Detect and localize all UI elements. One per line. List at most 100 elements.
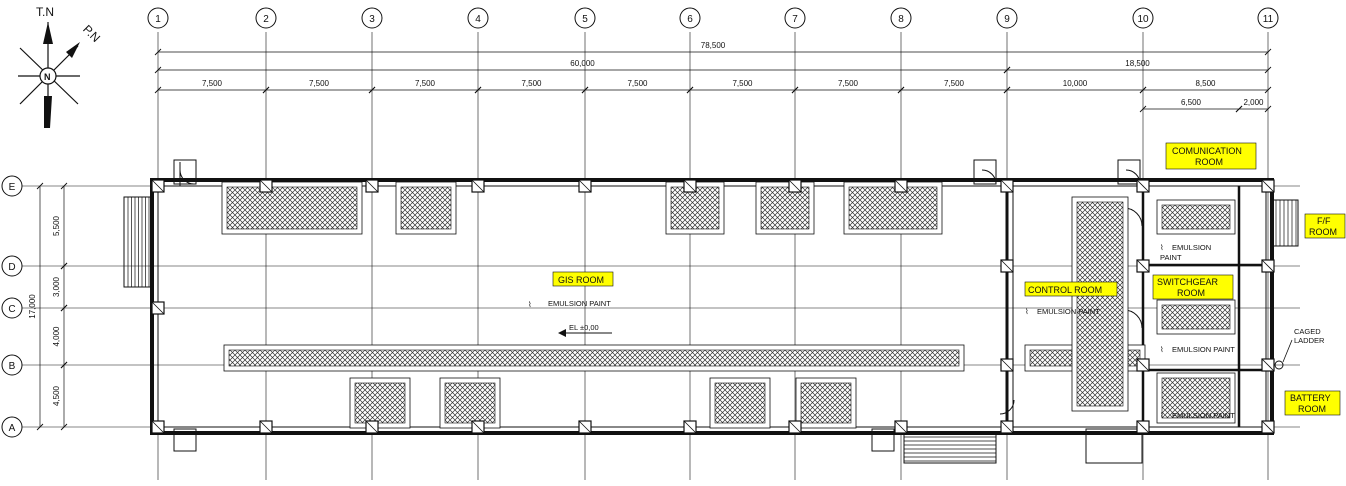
dim-sub-right-tick [1003, 66, 1011, 74]
dim-bay-3-tick [368, 86, 376, 94]
grid-label-row-B: B [9, 361, 16, 372]
battery-room-label-2: ROOM [1298, 404, 1326, 414]
dim-bay-7-text: 7,500 [838, 79, 859, 88]
dim-right-b-text: 2,000 [1243, 98, 1264, 107]
dim-overall-text: 78,500 [701, 41, 726, 50]
grid-label-col-6: 6 [687, 14, 693, 25]
comm-paint-note-2: PAINT [1160, 253, 1182, 262]
dim-vertical-4-text: 4,500 [52, 385, 61, 406]
column-diag-11 [683, 179, 697, 193]
true-north-label: T.N [36, 5, 54, 19]
column-diag-5 [365, 179, 379, 193]
column-diag-25 [1136, 259, 1150, 273]
column-diag-1 [151, 179, 165, 193]
dim-bay-10-text: 8,500 [1195, 79, 1216, 88]
gis-room-label: GIS ROOM [558, 275, 604, 285]
column-diag-12 [683, 420, 697, 434]
dim-bay-4-tick [474, 86, 482, 94]
column-diag-2 [151, 420, 165, 434]
north-arrow-icon: T.N P.N N [18, 5, 103, 128]
dim-vertical-4-tick [60, 361, 68, 369]
column-diag-21 [1261, 179, 1275, 193]
room-tags: GIS ROOM CONTROL ROOM COMUNICATION ROOM … [552, 142, 1346, 416]
comm-paint-icon: ⌇ [1160, 243, 1164, 252]
dim-vertical-total-tick [36, 423, 44, 431]
pad-hatch-9 [444, 382, 496, 424]
column-diag-18 [1000, 420, 1014, 434]
grid-bubble-row-C [1, 297, 23, 319]
grid-label-col-5: 5 [582, 14, 588, 25]
dim-bay-9-text: 10,000 [1063, 79, 1088, 88]
control-paint-note-icon: ⌇ [1025, 307, 1029, 316]
dim-bay-6-text: 7,500 [732, 79, 753, 88]
column-diag-22 [1261, 420, 1275, 434]
dim-vertical-1-text: 5,500 [52, 215, 61, 236]
grid-label-col-3: 3 [369, 14, 375, 25]
dim-right-a-text: 6,500 [1181, 98, 1202, 107]
dim-overall-tick [1264, 48, 1272, 56]
annotations: ⌇ EMULSION PAINT EL ±0,00 ⌇ EMULSION PAI… [528, 243, 1325, 420]
pad-hatch-1 [226, 186, 358, 230]
grid-label-col-9: 9 [1004, 14, 1010, 25]
pad-hatch-12 [1076, 201, 1124, 407]
dim-sub-left-text: 60,000 [570, 59, 595, 68]
dim-bay-10-tick [1264, 86, 1272, 94]
dim-bay-2-tick [262, 86, 270, 94]
dim-vertical-3-tick [60, 304, 68, 312]
svg-text:N: N [44, 72, 51, 82]
ladder-note-2: LADDER [1294, 336, 1325, 345]
entrance-stairs-bottom [903, 432, 997, 464]
grid-bubble-col-4 [467, 7, 489, 29]
pad-hatch-4 [760, 186, 810, 230]
dim-right-b-tick [1264, 105, 1272, 113]
dim-bay-1-text: 7,500 [202, 79, 223, 88]
dim-bay-5-tick [581, 86, 589, 94]
column-diag-20 [1136, 420, 1150, 434]
grid-bubble-col-5 [574, 7, 596, 29]
column-diag-7 [471, 179, 485, 193]
elevation-note: EL ±0,00 [569, 323, 599, 332]
plant-north-label: P.N [80, 22, 103, 45]
column-diag-28 [1261, 358, 1275, 372]
gis-paint-note-icon: ⌇ [528, 300, 532, 309]
column-diag-17 [1000, 179, 1014, 193]
dim-bay-2-text: 7,500 [309, 79, 330, 88]
column-diag-13 [788, 179, 802, 193]
dim-right-a-tick [1139, 105, 1147, 113]
column-diag-29 [151, 301, 165, 315]
dim-vertical-1-tick [60, 182, 68, 190]
entrance-stairs-left [123, 196, 153, 288]
dim-vertical-4-tick [60, 423, 68, 431]
column-diag-16 [894, 420, 908, 434]
control-room-label: CONTROL ROOM [1028, 285, 1102, 295]
structural-columns [151, 179, 1275, 434]
grid-bubble-row-E [1, 175, 23, 197]
pad-hatch-3 [670, 186, 720, 230]
comm-paint-note-1: EMULSION [1172, 243, 1211, 252]
grid-bubble-row-A [1, 416, 23, 438]
elevation-marker-icon [558, 329, 566, 337]
pad-hatch-5 [848, 186, 938, 230]
grid-label-row-D: D [8, 262, 15, 273]
column-diag-6 [365, 420, 379, 434]
column-diag-9 [578, 179, 592, 193]
pad-hatch-8 [354, 382, 406, 424]
column-diag-19 [1136, 179, 1150, 193]
grid-bubble-col-11 [1257, 7, 1279, 29]
grid-bubble-col-9 [996, 7, 1018, 29]
grid-bubble-col-7 [784, 7, 806, 29]
dim-bay-4-text: 7,500 [521, 79, 542, 88]
communication-room-label-2: ROOM [1195, 157, 1223, 167]
dim-overall-tick [154, 48, 162, 56]
grid-label-row-A: A [9, 423, 16, 434]
grid-label-col-8: 8 [898, 14, 904, 25]
pad-hatch-14 [1161, 304, 1231, 330]
column-diag-24 [1000, 358, 1014, 372]
column-diag-3 [259, 179, 273, 193]
column-diag-15 [894, 179, 908, 193]
dim-sub-right-text: 18,500 [1125, 59, 1150, 68]
dim-bay-3-text: 7,500 [415, 79, 436, 88]
dim-bay-8-text: 7,500 [944, 79, 965, 88]
grid-bubble-col-3 [361, 7, 383, 29]
